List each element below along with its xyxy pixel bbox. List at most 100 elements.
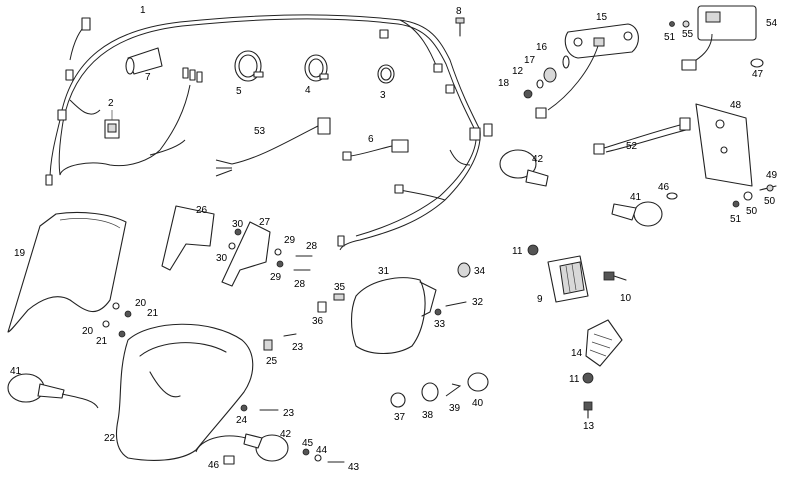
bulb-47: [750, 58, 764, 68]
label-10: 10: [620, 293, 632, 304]
label-12: 12: [512, 66, 524, 77]
label-32: 32: [472, 297, 484, 308]
label-50b: 50: [746, 206, 758, 217]
bracket-26: [161, 205, 215, 271]
label-52: 52: [626, 141, 638, 152]
main-wiring-harness: [45, 14, 493, 251]
label-21b: 21: [96, 336, 108, 347]
bolt-10: [603, 271, 627, 281]
label-43: 43: [348, 462, 360, 473]
label-7: 7: [145, 72, 151, 83]
label-18: 18: [498, 78, 510, 89]
label-33: 33: [434, 319, 446, 330]
label-41b: 41: [630, 192, 642, 203]
label-35: 35: [334, 282, 346, 293]
label-26: 26: [196, 205, 208, 216]
indicator-wiring-52: [593, 117, 691, 155]
hardware-49-50-51: [732, 184, 777, 208]
label-2: 2: [108, 98, 114, 109]
plate-light-54: [681, 5, 757, 71]
label-49: 49: [766, 170, 778, 181]
bolt-13: [583, 401, 593, 419]
label-42a: 42: [532, 154, 544, 165]
label-22: 22: [104, 433, 116, 444]
label-27: 27: [259, 217, 271, 228]
label-45: 45: [302, 438, 314, 449]
label-16: 16: [536, 42, 548, 53]
windscreen-19: [7, 211, 127, 333]
label-8: 8: [456, 6, 462, 17]
sensor-lead-53: [215, 117, 331, 177]
label-15: 15: [596, 12, 608, 23]
label-24: 24: [236, 415, 248, 426]
label-21a: 21: [147, 308, 159, 319]
label-14: 14: [571, 348, 583, 359]
headlight-31: [350, 277, 437, 355]
rear-indicator-42: [499, 149, 549, 187]
label-9: 9: [537, 294, 543, 305]
label-6: 6: [368, 134, 374, 145]
label-46b: 46: [658, 182, 670, 193]
label-40: 40: [472, 398, 484, 409]
voltage-regulator-9: [547, 255, 589, 303]
cable-clamp-4: [304, 54, 329, 82]
label-29b: 29: [270, 272, 282, 283]
label-51a: 51: [664, 32, 676, 43]
label-11a: 11: [512, 246, 523, 257]
bulb-46: [666, 192, 678, 200]
bracket-48: [695, 103, 753, 187]
front-indicator-42: [195, 433, 289, 465]
screw-55: [682, 20, 690, 28]
rear-indicator-41: [611, 201, 663, 227]
cable-clamp-5: [234, 50, 264, 82]
label-50a: 50: [764, 196, 776, 207]
label-37: 37: [394, 412, 406, 423]
label-28a: 28: [306, 241, 318, 252]
label-36: 36: [312, 316, 324, 327]
label-19: 19: [14, 248, 26, 259]
label-29a: 29: [284, 235, 296, 246]
label-1: 1: [140, 5, 146, 16]
label-41a: 41: [10, 366, 22, 377]
washers-20-21: [102, 302, 132, 338]
label-20b: 20: [82, 326, 94, 337]
screws-23-24-25: [240, 333, 297, 412]
label-39: 39: [449, 403, 461, 414]
label-4: 4: [305, 85, 311, 96]
connector-6: [342, 139, 409, 161]
label-42b: 42: [280, 429, 292, 440]
label-47: 47: [752, 69, 764, 80]
label-23b: 23: [283, 408, 295, 419]
label-28b: 28: [294, 279, 306, 290]
label-48: 48: [730, 100, 742, 111]
part-number-labels: 1 2 3 4 5 6 7 8 9 10 11 11 12 13 14 15 1…: [10, 5, 778, 473]
nut-11-upper: [527, 244, 539, 256]
label-53: 53: [254, 126, 266, 137]
label-51b: 51: [730, 214, 742, 225]
tail-light-15: [535, 23, 639, 119]
label-11b: 11: [569, 374, 580, 385]
rubber-cap-7: [125, 47, 163, 75]
label-5: 5: [236, 86, 242, 97]
bracket-27: [221, 221, 271, 287]
front-fairing-22: [115, 323, 254, 461]
headlight-bulb-parts: [390, 372, 489, 408]
label-23a: 23: [292, 342, 304, 353]
hardware-28-29-30: [228, 228, 313, 271]
label-38: 38: [422, 410, 434, 421]
headlight-hardware: [317, 262, 471, 316]
label-3: 3: [380, 90, 386, 101]
label-30a: 30: [232, 219, 244, 230]
bulb-socket-parts: [523, 55, 570, 99]
nut-51: [669, 21, 675, 27]
label-44: 44: [316, 445, 328, 456]
relay-switch: [104, 110, 120, 139]
horn-14: [585, 319, 623, 367]
front-indicator-41: [7, 373, 99, 409]
label-17: 17: [524, 55, 536, 66]
cable-clamp-3: [377, 64, 395, 84]
label-34: 34: [474, 266, 486, 277]
label-54: 54: [766, 18, 778, 29]
label-55: 55: [682, 29, 694, 40]
